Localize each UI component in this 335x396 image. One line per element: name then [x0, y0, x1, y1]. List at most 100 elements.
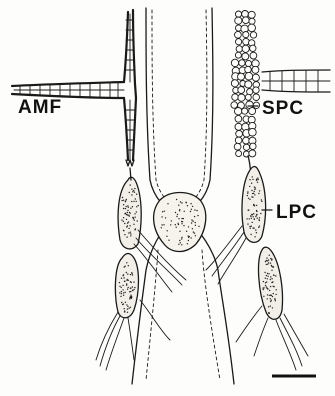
spc-vesicle: [250, 32, 256, 38]
stipple-dot: [267, 278, 268, 279]
stipple-dot: [267, 276, 268, 277]
stipple-dot: [268, 306, 269, 307]
stipple-dot: [124, 213, 125, 214]
spc-vesicle: [236, 46, 242, 52]
stipple-dot: [264, 272, 265, 273]
stipple-dot: [251, 226, 252, 227]
spc-vesicles: [231, 11, 260, 158]
stipple-dot: [134, 219, 135, 220]
stipple-dot: [123, 274, 124, 275]
stipple-dot: [131, 272, 132, 273]
stipple-dot: [249, 218, 250, 219]
stipple-dot: [257, 177, 258, 178]
stipple-dot: [259, 220, 260, 221]
stipple-dot: [123, 230, 124, 231]
spc-vesicle: [250, 52, 257, 59]
stipple-dot: [251, 218, 252, 219]
stipple-dot: [250, 215, 251, 216]
stipple-dot: [271, 270, 272, 271]
stipple-dot: [132, 217, 133, 218]
stipple-dot: [182, 221, 183, 222]
stipple-dot: [256, 205, 257, 206]
stipple-dot: [122, 289, 123, 290]
stipple-dot: [265, 278, 266, 279]
stipple-dot: [138, 205, 139, 206]
stipple-dot: [273, 286, 274, 287]
spc-vesicle: [236, 130, 243, 137]
stipple-dot: [246, 218, 247, 219]
stipple-dot: [130, 208, 131, 209]
spc-vesicle: [248, 11, 255, 18]
stipple-dot: [124, 281, 125, 282]
right-fibers: [206, 226, 308, 370]
stipple-dot: [270, 305, 271, 306]
stipple-dot: [124, 308, 125, 309]
stipple-dot: [130, 213, 131, 214]
stipple-dot: [132, 206, 133, 207]
stipple-dot: [273, 274, 274, 275]
stipple-dot: [179, 231, 180, 232]
stipple-dot: [178, 244, 179, 245]
stipple-dot: [251, 190, 252, 191]
stipple-dot: [122, 285, 123, 286]
stipple-dot: [195, 235, 196, 236]
stipple-dot: [255, 229, 256, 230]
stipple-dot: [265, 261, 266, 262]
stipple-dot: [131, 296, 132, 297]
spc-vesicle: [238, 73, 245, 80]
stipple-dot: [266, 281, 267, 282]
central-trunk: [132, 8, 234, 384]
stipple-dot: [271, 300, 272, 301]
stipple-dot: [123, 221, 124, 222]
stipple-dot: [187, 205, 188, 206]
stipple-dot: [263, 289, 264, 290]
stipple-dot: [126, 219, 127, 220]
stipple-dot: [131, 282, 132, 283]
stipple-dot: [126, 199, 127, 200]
stipple-dot: [181, 218, 182, 219]
spc-vesicle: [249, 128, 257, 136]
stipple-dot: [183, 225, 184, 226]
stipple-dot: [120, 296, 121, 297]
stipple-dot: [270, 279, 271, 280]
stipple-dot: [125, 200, 126, 201]
stipple-dot: [247, 193, 248, 194]
stipple-dot: [247, 195, 248, 196]
stipple-dot: [121, 291, 122, 292]
stipple-dot: [121, 219, 122, 220]
stipple-dot: [176, 216, 177, 217]
stipple-dot: [256, 214, 257, 215]
stipple-dot: [272, 307, 273, 308]
stipple-dot: [133, 281, 134, 282]
stipple-dot: [123, 204, 124, 205]
stipple-dot: [272, 281, 273, 282]
stipple-dot: [121, 287, 122, 288]
stipple-dot: [181, 223, 182, 224]
stipple-dot: [269, 290, 270, 291]
stipple-dot: [270, 301, 271, 302]
spc-vesicle: [245, 60, 251, 66]
spc-vesicle: [231, 102, 238, 109]
stipple-dot: [198, 226, 199, 227]
stipple-dot: [133, 190, 134, 191]
stipple-dot: [134, 217, 135, 218]
stipple-dot: [130, 288, 131, 289]
stipple-dot: [271, 278, 272, 279]
stipple-dot: [177, 223, 178, 224]
stipple-dot: [194, 209, 195, 210]
stipple-dot: [186, 231, 187, 232]
stipple-dot: [256, 179, 257, 180]
spc-vesicle: [243, 31, 249, 37]
stipple-dot: [190, 203, 191, 204]
stipple-dot: [254, 218, 255, 219]
stipple-dot: [267, 260, 268, 261]
stipple-dot: [263, 296, 264, 297]
spc-vesicle: [234, 143, 241, 150]
spc-vesicle: [249, 108, 256, 115]
stipple-dot: [262, 287, 263, 288]
stipple-dot: [127, 312, 128, 313]
stipple-dot: [168, 240, 169, 241]
stipple-dot: [128, 207, 129, 208]
stipple-dot: [259, 217, 260, 218]
stipple-dot: [191, 222, 192, 223]
